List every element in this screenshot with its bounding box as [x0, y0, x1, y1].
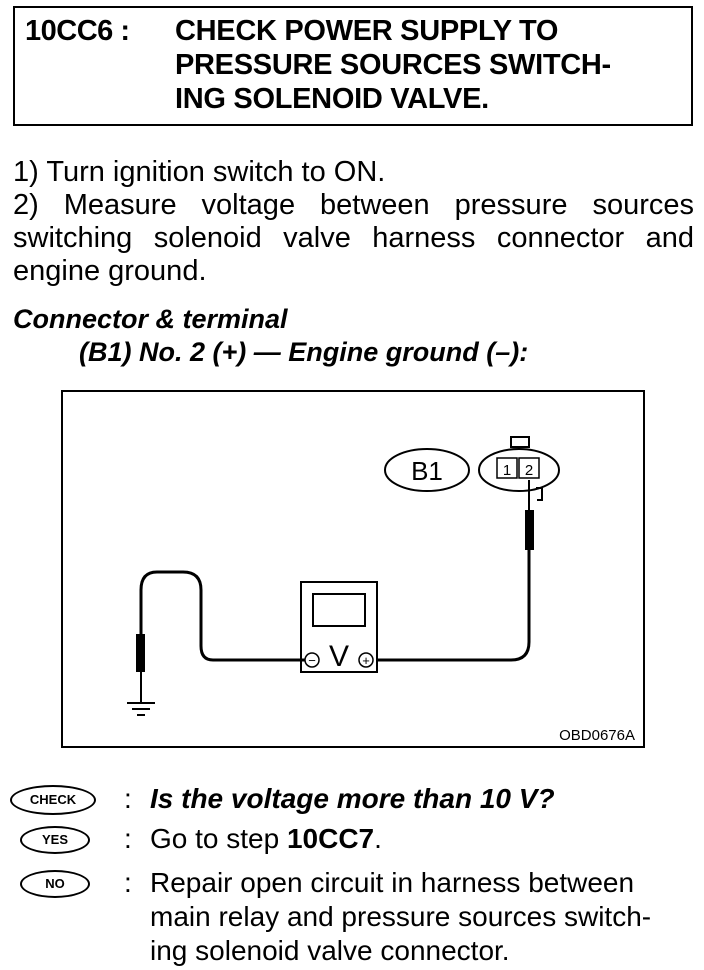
- yes-action-suffix: .: [374, 823, 382, 854]
- yes-badge: YES: [20, 826, 90, 854]
- check-row: CHECK : Is the voltage more than 10 V?: [0, 782, 704, 818]
- connector-spec: (B1) No. 2 (+) — Engine ground (–):: [79, 337, 529, 367]
- connector-terminal-clip: [536, 487, 543, 501]
- instructions: 1) Turn ignition switch to ON. 2) Measur…: [13, 156, 694, 288]
- no-colon: :: [124, 867, 132, 898]
- positive-probe-handle: [525, 510, 534, 550]
- yes-action-step: 10CC7: [286, 823, 375, 854]
- voltmeter-positive-terminal: [358, 652, 374, 668]
- connector-label: B1: [411, 456, 443, 486]
- step-title-line: ING SOLENOID VALVE.: [175, 83, 489, 115]
- check-question: Is the voltage more than 10 V?: [150, 783, 555, 814]
- instruction-line: switching solenoid valve harness connect…: [13, 222, 694, 254]
- instruction-line: engine ground.: [13, 255, 207, 287]
- no-action-line: main relay and pressure sources switch-: [150, 901, 652, 932]
- no-action: Repair open circuit in harness between m…: [150, 866, 695, 968]
- connector-body: [478, 448, 560, 492]
- voltmeter-positive-sign: +: [362, 653, 370, 668]
- wiring-diagram-svg: B1 1 2 V − + OBD0676A: [127, 436, 635, 744]
- step-title: CHECK POWER SUPPLY TO PRESSURE SOURCES S…: [175, 14, 685, 116]
- voltmeter-symbol: V: [329, 640, 349, 673]
- voltmeter-display: [312, 593, 366, 627]
- connector-label-ellipse: [384, 448, 470, 492]
- connector-latch: [510, 436, 530, 448]
- yes-action: Go to step 10CC7.: [150, 822, 695, 856]
- connector-pin-2: 2: [525, 462, 533, 479]
- no-badge: NO: [20, 870, 90, 898]
- instruction-line: 2) Measure voltage between pressure sour…: [13, 189, 694, 221]
- wiring-diagram: B1 1 2 V − + OBD0676A: [61, 390, 645, 748]
- check-colon: :: [124, 783, 132, 814]
- connector-heading: Connector & terminal: [13, 304, 288, 334]
- step-title-line: CHECK POWER SUPPLY TO: [175, 15, 559, 47]
- yes-colon: :: [124, 823, 132, 854]
- yes-action-prefix: Go to step: [150, 823, 287, 854]
- connector-pin-1-box: [496, 457, 518, 479]
- step-header-box: 10CC6 : CHECK POWER SUPPLY TO PRESSURE S…: [13, 6, 693, 126]
- connector-pin-2-box: [518, 457, 540, 479]
- positive-lead-wire: [368, 550, 531, 662]
- instruction-line: 1) Turn ignition switch to ON.: [13, 156, 386, 188]
- voltmeter-negative-sign: −: [308, 653, 316, 668]
- negative-probe-handle: [136, 634, 145, 672]
- step-title-line: PRESSURE SOURCES SWITCH-: [175, 49, 611, 81]
- no-row: NO : Repair open circuit in harness betw…: [0, 866, 704, 970]
- no-action-line: Repair open circuit in harness between: [150, 867, 635, 898]
- step-code: 10CC6 :: [25, 15, 130, 47]
- connector-pin-1: 1: [503, 462, 511, 479]
- negative-lead-wire: [139, 570, 305, 662]
- yes-row: YES : Go to step 10CC7.: [0, 822, 704, 858]
- check-badge: CHECK: [10, 785, 96, 815]
- no-action-line: ing solenoid valve connector.: [150, 935, 510, 966]
- figure-code: OBD0676A: [559, 727, 635, 744]
